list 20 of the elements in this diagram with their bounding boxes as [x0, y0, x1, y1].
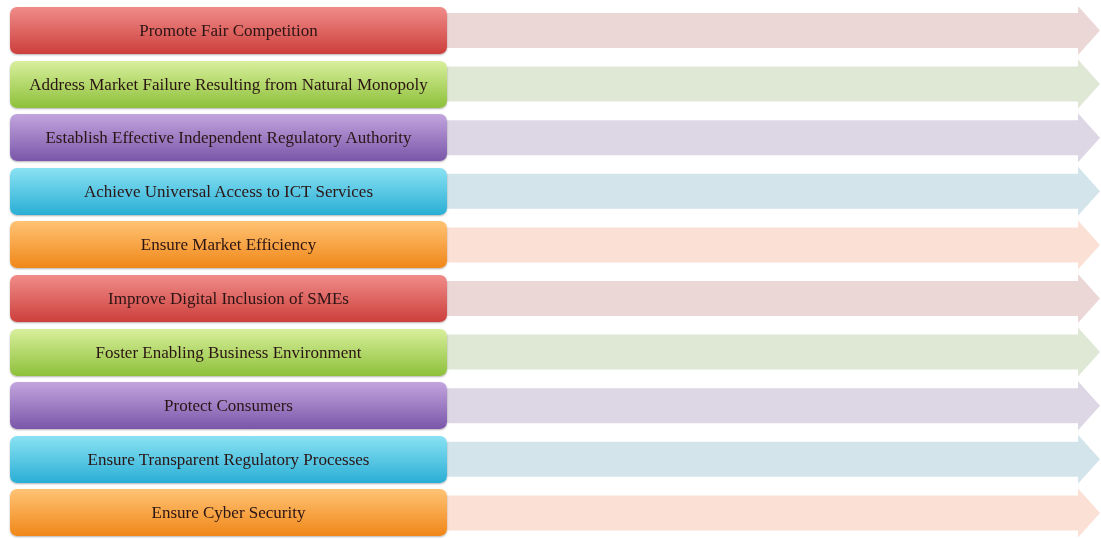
goal-box [10, 60, 447, 108]
goal-text: Ensure Cyber Security [151, 503, 306, 523]
goal-box [10, 328, 447, 376]
goal-text: Address Market Failure Resulting from Natural Monopoly [29, 74, 428, 94]
goal-box [10, 7, 447, 54]
goal-text: Promote Fair Competition [139, 21, 318, 40]
goal-text: Improve Digital Inclusion of SMEs [108, 289, 349, 308]
goal-box [10, 167, 447, 215]
goal-box [10, 382, 447, 430]
goal-box [10, 489, 447, 537]
goal-text: Ensure Market Efficiency [140, 235, 317, 255]
goal-box [10, 275, 447, 322]
goal-box [10, 221, 447, 269]
goal-text: Ensure Transparent Regulatory Processes [87, 449, 370, 469]
goal-box [10, 114, 447, 162]
goal-text: Achieve Universal Access to ICT Services [83, 181, 374, 201]
goal-text: Establish Effective Independent Regulatory Authority [45, 128, 412, 148]
goal-text: Protect Consumers [164, 396, 293, 416]
goal-box [10, 435, 447, 483]
goal-text: Foster Enabling Business Environment [95, 342, 362, 362]
